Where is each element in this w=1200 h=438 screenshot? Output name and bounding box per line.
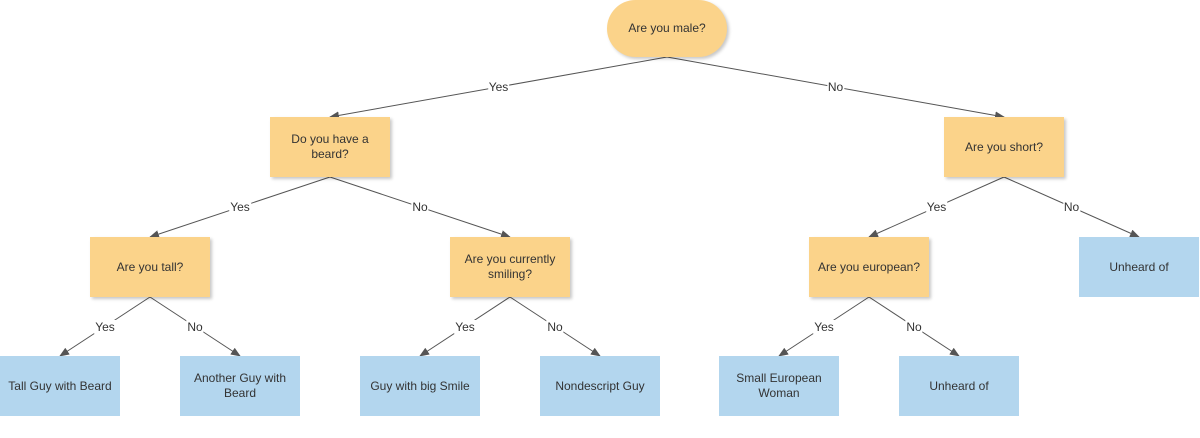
- edge-label-yes: Yes: [487, 80, 510, 94]
- node-are-you-male[interactable]: Are you male?: [607, 0, 727, 57]
- node-are-you-tall[interactable]: Are you tall?: [90, 237, 210, 297]
- node-are-you-european[interactable]: Are you european?: [809, 237, 929, 297]
- leaf-tall-guy-with-beard[interactable]: Tall Guy with Beard: [0, 356, 120, 416]
- node-are-you-short[interactable]: Are you short?: [944, 117, 1064, 177]
- edge-label-yes: Yes: [454, 319, 476, 334]
- edge-label-no: No: [1062, 200, 1081, 214]
- edge-label-yes: Yes: [229, 200, 251, 214]
- leaf-nondescript-guy[interactable]: Nondescript Guy: [540, 356, 660, 416]
- edge-label-yes: Yes: [925, 200, 948, 214]
- edge-label-no: No: [546, 319, 564, 334]
- edge-label-no: No: [411, 200, 429, 214]
- leaf-small-european-woman[interactable]: Small European Woman: [719, 356, 839, 416]
- leaf-guy-with-big-smile[interactable]: Guy with big Smile: [360, 356, 480, 416]
- edge-label-yes: Yes: [813, 319, 835, 334]
- node-do-you-have-a-beard[interactable]: Do you have a beard?: [270, 117, 390, 177]
- edge-label-no: No: [826, 80, 845, 94]
- leaf-unheard-of-1[interactable]: Unheard of: [1079, 237, 1199, 297]
- edge-label-yes: Yes: [94, 319, 116, 334]
- leaf-another-guy-with-beard[interactable]: Another Guy with Beard: [180, 356, 300, 416]
- leaf-unheard-of-2[interactable]: Unheard of: [899, 356, 1019, 416]
- edge-label-no: No: [905, 319, 923, 334]
- edge-label-no: No: [186, 319, 204, 334]
- node-are-you-currently-smiling[interactable]: Are you currently smiling?: [450, 237, 570, 297]
